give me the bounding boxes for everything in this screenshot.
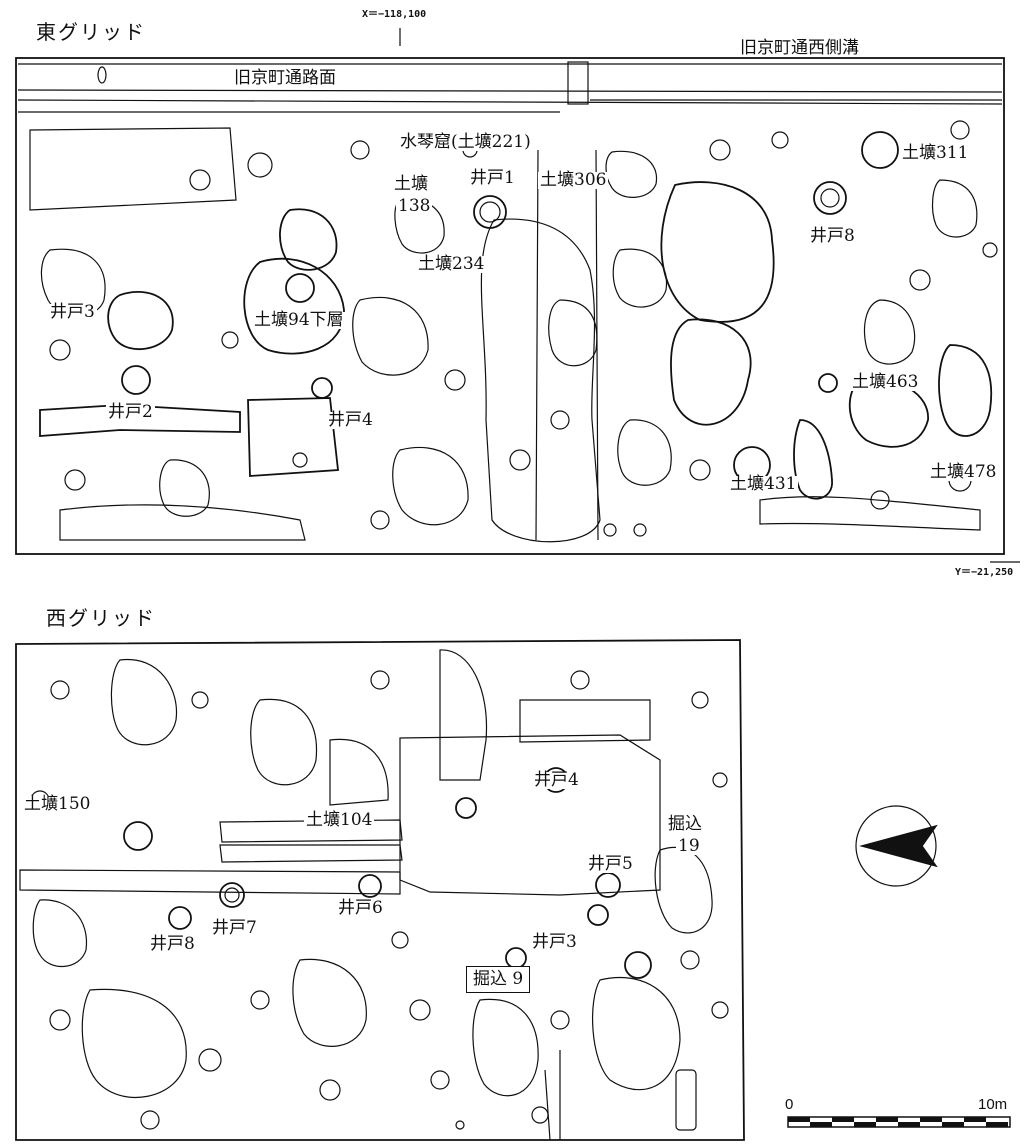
horikomi-19-number: 19: [676, 836, 702, 856]
west-grid-title: 西グリッド: [46, 606, 156, 630]
dokou-478-label: 土壙478: [928, 462, 999, 482]
ido-1-label: 井戸1: [468, 168, 517, 188]
dokou-94-label: 土壙94下層: [252, 310, 346, 330]
north-arrow-icon: [855, 805, 938, 887]
suikinkutsu-label: 水琴窟(土壙221): [398, 132, 533, 152]
road-ditch-junction: [567, 61, 589, 105]
west-ido-4-label: 井戸4: [532, 770, 581, 790]
west-ido-3-label: 井戸3: [530, 932, 579, 952]
scale-end-label: 10m: [978, 1096, 1008, 1113]
dokou-150-label: 土壙150: [22, 794, 93, 814]
ido-6-label: 井戸6: [336, 898, 385, 918]
ido-3-label: 井戸3: [48, 302, 97, 322]
road-surface-label: 旧京町通路面: [232, 68, 338, 88]
ido-4-label: 井戸4: [326, 410, 375, 430]
x-coordinate-label: X＝−118,100: [362, 9, 427, 20]
scale-start-label: 0: [785, 1096, 794, 1113]
ido-8-label: 井戸8: [808, 226, 857, 246]
west-ditch-label: 旧京町通西側溝: [738, 38, 861, 58]
horikomi-19-label: 掘込: [666, 814, 704, 834]
dokou-138-label: 土壙: [392, 174, 430, 194]
horikomi-9-label: 掘込 9: [466, 966, 531, 993]
ido-7-label: 井戸7: [210, 918, 259, 938]
ido-5-label: 井戸5: [586, 854, 635, 874]
east-grid-boundary: [15, 57, 1005, 555]
dokou-234-label: 土壙234: [416, 254, 487, 274]
dokou-431-label: 土壙431: [728, 474, 799, 494]
dokou-311-label: 土壙311: [900, 143, 971, 163]
scale-bar-graphic: [787, 1116, 1011, 1128]
west-grid-plan: [15, 639, 745, 1141]
west-ido-8-label: 井戸8: [148, 934, 197, 954]
ido-2-label: 井戸2: [106, 402, 155, 422]
y-coordinate-label: Y＝−21,250: [955, 567, 1014, 578]
dokou-138-number: 138: [396, 196, 433, 216]
west-grid-boundary: [15, 639, 745, 1141]
dokou-306-label: 土壙306: [538, 170, 609, 190]
dokou-104-label: 土壙104: [304, 810, 375, 830]
dokou-463-label: 土壙463: [850, 372, 921, 392]
road-surface-lines: [17, 63, 1003, 113]
east-grid-title: 東グリッド: [36, 20, 146, 44]
